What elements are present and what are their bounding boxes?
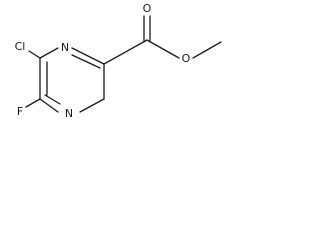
bond-c6-n1 <box>39 47 59 59</box>
chemical-structure: N N Cl F O O <box>15 2 222 120</box>
atom-label-ring-n-bottom: N <box>65 107 73 120</box>
atom-label-fluorine: F <box>17 105 23 118</box>
bond-n1-c2 <box>71 47 105 65</box>
bond-c3-n4 <box>79 98 105 113</box>
bond-carbonyl-ester-o <box>146 39 180 59</box>
atom-label-carbonyl-oxygen: O <box>143 2 152 15</box>
bond-n4-c5-inner <box>44 94 61 105</box>
bond-ester-o-methyl <box>192 41 222 59</box>
bond-c2-carbonyl <box>103 39 148 65</box>
bond-n4-c5 <box>39 98 59 113</box>
bond-c6-cl <box>28 50 41 59</box>
bond-c5-f <box>25 98 41 108</box>
bond-n1-c2-inner <box>71 54 101 69</box>
atom-label-ester-oxygen: O <box>182 52 191 65</box>
atom-label-ring-n-top: N <box>61 41 69 54</box>
atom-label-chlorine: Cl <box>15 40 26 53</box>
